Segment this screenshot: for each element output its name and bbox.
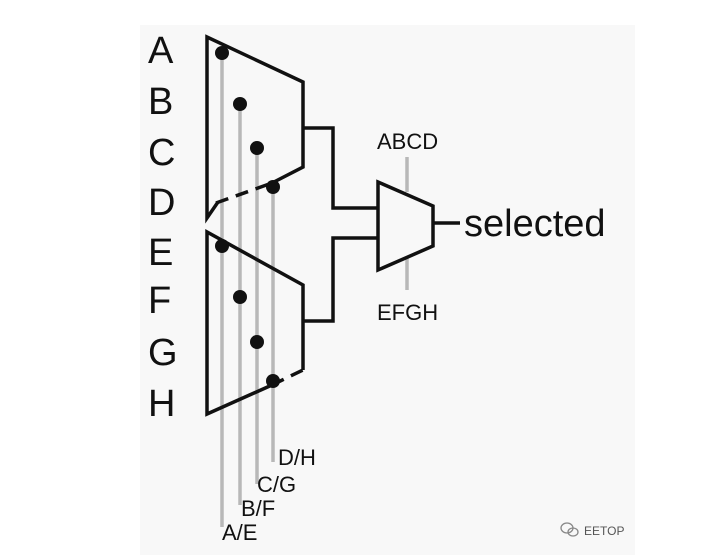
- select-dots: [215, 46, 280, 388]
- input-label-g: G: [148, 332, 178, 374]
- select-label-ae: A/E: [222, 520, 257, 545]
- diagram-background: [140, 25, 635, 555]
- dot-b: [233, 97, 247, 111]
- stage-wires: [303, 126, 460, 323]
- input-label-b: B: [148, 81, 173, 123]
- dot-d: [266, 180, 280, 194]
- input-label-d: D: [148, 182, 175, 224]
- input-label-e: E: [148, 232, 173, 274]
- wechat-icon: [560, 522, 579, 537]
- output-label: selected: [464, 203, 606, 245]
- wire-efgh-to-final: [303, 236, 378, 323]
- select-label-efgh: EFGH: [377, 300, 438, 325]
- input-label-f: F: [148, 280, 171, 322]
- watermark-text: EETOP: [584, 524, 624, 538]
- wire-abcd-to-final: [303, 126, 378, 210]
- select-label-bf: B/F: [241, 496, 275, 521]
- dot-g: [250, 335, 264, 349]
- mux-abcd-dashed-edge: [215, 181, 273, 205]
- input-label-c: C: [148, 132, 175, 174]
- input-label-a: A: [148, 30, 174, 72]
- input-labels: A B C D E F G H: [148, 30, 178, 425]
- dot-c: [250, 141, 264, 155]
- watermark: EETOP: [560, 522, 624, 538]
- dot-a: [215, 46, 229, 60]
- dot-e: [215, 239, 229, 253]
- select-label-cg: C/G: [257, 472, 296, 497]
- mux-efgh-body: [205, 229, 305, 417]
- select-label-abcd: ABCD: [377, 129, 438, 154]
- select-lines: [220, 52, 409, 527]
- dot-f: [233, 290, 247, 304]
- mux-final: [376, 179, 435, 273]
- select-label-dh: D/H: [278, 445, 316, 470]
- mux-abcd-body: [205, 34, 305, 224]
- mux-abcd: [205, 34, 305, 224]
- input-label-h: H: [148, 383, 175, 425]
- dot-h: [266, 374, 280, 388]
